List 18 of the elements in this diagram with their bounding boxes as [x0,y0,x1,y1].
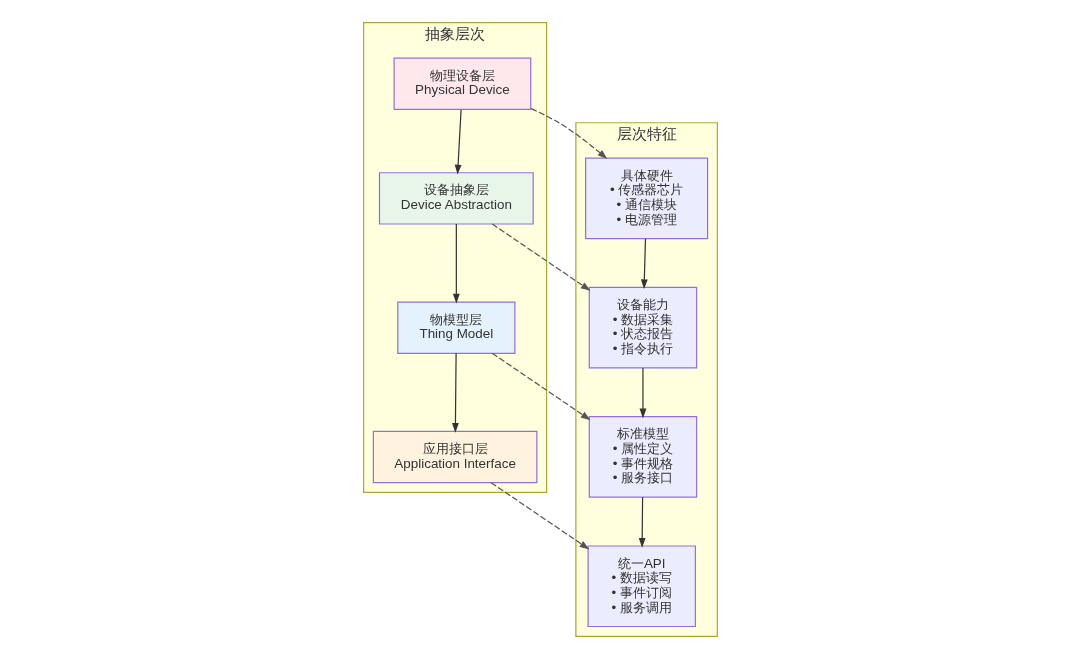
arrow [454,109,462,175]
arrow [640,238,648,290]
arrow [452,223,460,304]
arrow [639,367,646,419]
arrow [491,352,591,421]
node-box: 统一API • 数据读写 • 事件订阅 • 服务调用 [586,545,696,628]
node-box: 设备抽象层 Device Abstraction [378,172,534,225]
arrow [451,352,459,433]
arrow [530,108,607,160]
node-box: 具体硬件 • 传感器芯片 • 通信模块 • 电源管理 [584,157,708,240]
node-box: 应用接口层 Application Interface [372,430,537,484]
arrow [638,496,646,548]
node-box: 标准模型 • 属性定义 • 事件规格 • 服务接口 [588,416,697,498]
node-box: 物模型层 Thing Model [396,301,515,354]
node-box: 设备能力 • 数据采集 • 状态报告 • 指令执行 [588,286,697,369]
arrow [491,223,591,291]
node-box: 物理设备层 Physical Device [393,57,531,110]
arrow [490,482,589,550]
